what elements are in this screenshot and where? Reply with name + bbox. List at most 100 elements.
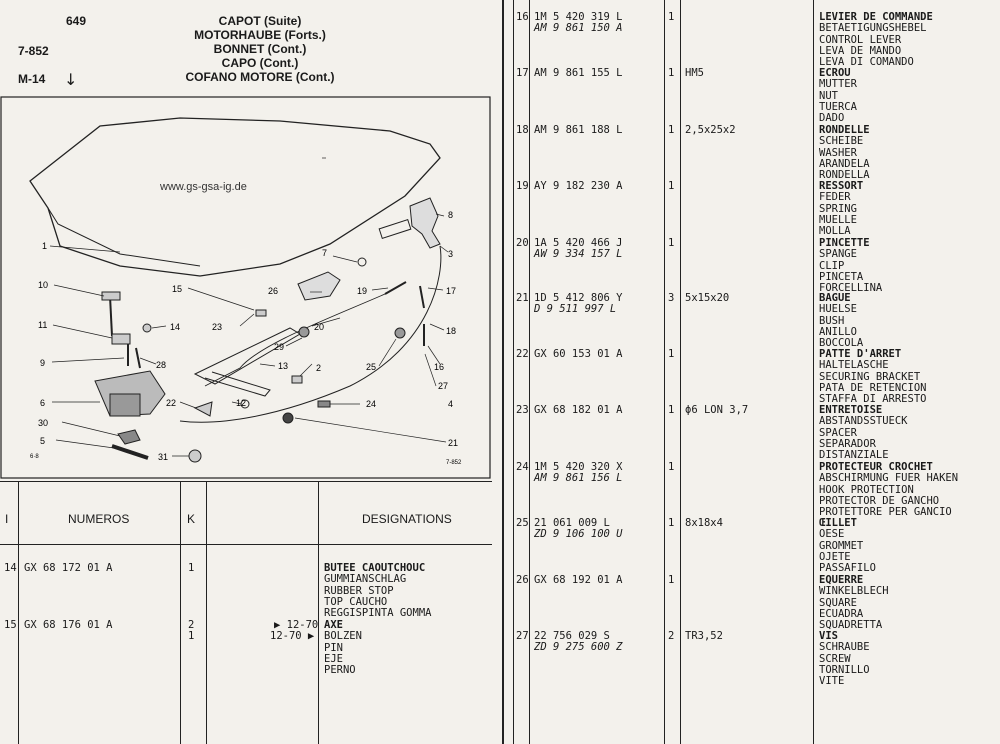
- designation-fr: RESSORT: [819, 180, 864, 192]
- part-number: ZD 9 106 100 U: [534, 528, 623, 541]
- title-de: MOTORHAUBE (Forts.): [194, 28, 326, 42]
- designation-de: BETAETIGUNGSHEBEL: [819, 22, 927, 35]
- designation-es: PATA DE RETENCION: [819, 381, 927, 394]
- designation-es: ANILLO: [819, 325, 857, 338]
- part-number: 1D 5 412 806 Y: [534, 292, 623, 304]
- title-it: COFANO MOTORE (Cont.): [185, 70, 335, 84]
- col-header-i: I: [5, 512, 9, 526]
- callout: 18: [446, 326, 456, 336]
- designation-es: MUELLE: [819, 213, 857, 226]
- callout: 29: [274, 342, 284, 352]
- designation-es: OJETE: [819, 550, 851, 563]
- ref-number: 17: [516, 67, 529, 79]
- ref-number: 23: [516, 404, 529, 416]
- part-number: AM 9 861 188 L: [534, 124, 623, 136]
- designation-es: SEPARADOR: [819, 437, 876, 450]
- callout: 3: [448, 249, 453, 259]
- designation-de: GUMMIANSCHLAG: [324, 573, 407, 586]
- designation-it: REGGISPINTA GOMMA: [324, 607, 432, 620]
- callout: 25: [366, 362, 376, 372]
- callout: 5: [40, 436, 45, 446]
- designation-fr: PINCETTE: [819, 237, 870, 249]
- designation-de: MUTTER: [819, 78, 857, 91]
- designation-fr: BAGUE: [819, 292, 851, 304]
- designation-de: WINKELBLECH: [819, 585, 889, 598]
- serial-note: ▶ 12-70: [274, 619, 319, 631]
- designation-it: PERNO: [324, 664, 356, 677]
- designation-en: SQUARE: [819, 596, 857, 609]
- designation-it: STAFFA DI ARRESTO: [819, 393, 927, 406]
- callout: 15: [172, 284, 182, 294]
- designation-en: PIN: [324, 641, 343, 654]
- spec-text: ϕ6 LON 3,7: [685, 404, 749, 416]
- reference-code: 7-852: [18, 44, 49, 58]
- quantity: 1: [668, 574, 675, 586]
- designation-it: PASSAFILO: [819, 562, 876, 575]
- ref-number: 21: [516, 292, 529, 304]
- designation-fr: PROTECTEUR CROCHET: [819, 461, 933, 473]
- col-header-k: K: [187, 512, 196, 526]
- designation-fr: RONDELLE: [819, 124, 870, 136]
- spec-text: TR3,52: [685, 630, 723, 642]
- ref-number: 15: [4, 619, 17, 631]
- quantity: 1: [668, 124, 675, 136]
- callout: 17: [446, 286, 456, 296]
- part-number: GX 68 192 01 A: [534, 574, 623, 586]
- designation-de: SPANGE: [819, 248, 857, 261]
- part-number: 1A 5 420 466 J: [534, 237, 623, 249]
- part-number: ZD 9 275 600 Z: [534, 641, 623, 654]
- designation-es: TUERCA: [819, 100, 857, 113]
- model-code: M-14: [18, 72, 46, 86]
- designation-it: LEVA DI COMANDO: [819, 56, 914, 69]
- designation-de: HALTELASCHE: [819, 359, 889, 372]
- part-number: AW 9 334 157 L: [534, 248, 623, 261]
- part-number: 21 061 009 L: [534, 517, 610, 529]
- designation-it: DISTANZIALE: [819, 449, 889, 462]
- designation-es: TOP CAUCHO: [324, 595, 388, 608]
- designation-es: EJE: [324, 652, 343, 665]
- ref-number: 19: [516, 180, 529, 192]
- spec-text: HM5: [685, 67, 704, 79]
- designation-en: SPRING: [819, 202, 857, 215]
- corner-mark: 6·8: [30, 454, 39, 460]
- designation-en: CLIP: [819, 259, 845, 272]
- designation-es: ECUADRA: [819, 607, 864, 620]
- callout: 6: [40, 398, 45, 408]
- part-number: 1M 5 420 319 L: [534, 11, 623, 23]
- designation-de: OESE: [819, 528, 845, 541]
- serial-note: 12-70 ▶: [270, 630, 315, 642]
- callout: 7: [322, 248, 327, 258]
- ref-number: 25: [516, 517, 529, 529]
- ref-number: 16: [516, 11, 529, 23]
- callout: 11: [38, 320, 47, 330]
- corner-mark: 7-852: [446, 460, 462, 466]
- designation-en: BUSH: [819, 314, 845, 327]
- designation-de: BOLZEN: [324, 630, 362, 643]
- spec-text: 2,5x25x2: [685, 124, 736, 136]
- callout: 12: [236, 398, 246, 408]
- designation-list: BUTEE CAOUTCHOUC GUMMIANSCHLAG RUBBER ST…: [324, 562, 432, 620]
- callout: 30: [38, 418, 48, 428]
- callout: 16: [434, 362, 444, 372]
- designation-list: AXE BOLZEN PIN EJE PERNO: [324, 619, 362, 677]
- title-fr: CAPOT (Suite): [218, 14, 302, 28]
- quantity: 2: [668, 630, 675, 642]
- callout: 8: [448, 210, 453, 220]
- quantity: 1: [668, 180, 675, 192]
- callout: 22: [166, 398, 176, 408]
- quantity: 2: [188, 619, 195, 631]
- designation-de: FEDER: [819, 191, 851, 204]
- quantity: 1: [668, 348, 675, 360]
- callout: 31: [158, 452, 168, 462]
- designation-it: SQUADRETTA: [819, 619, 883, 632]
- page-number: 649: [66, 14, 87, 28]
- quantity: 1: [668, 11, 675, 23]
- designation-es: LEVA DE MANDO: [819, 44, 902, 57]
- designation-fr: PATTE D'ARRET: [819, 348, 902, 360]
- quantity: 1: [668, 237, 675, 249]
